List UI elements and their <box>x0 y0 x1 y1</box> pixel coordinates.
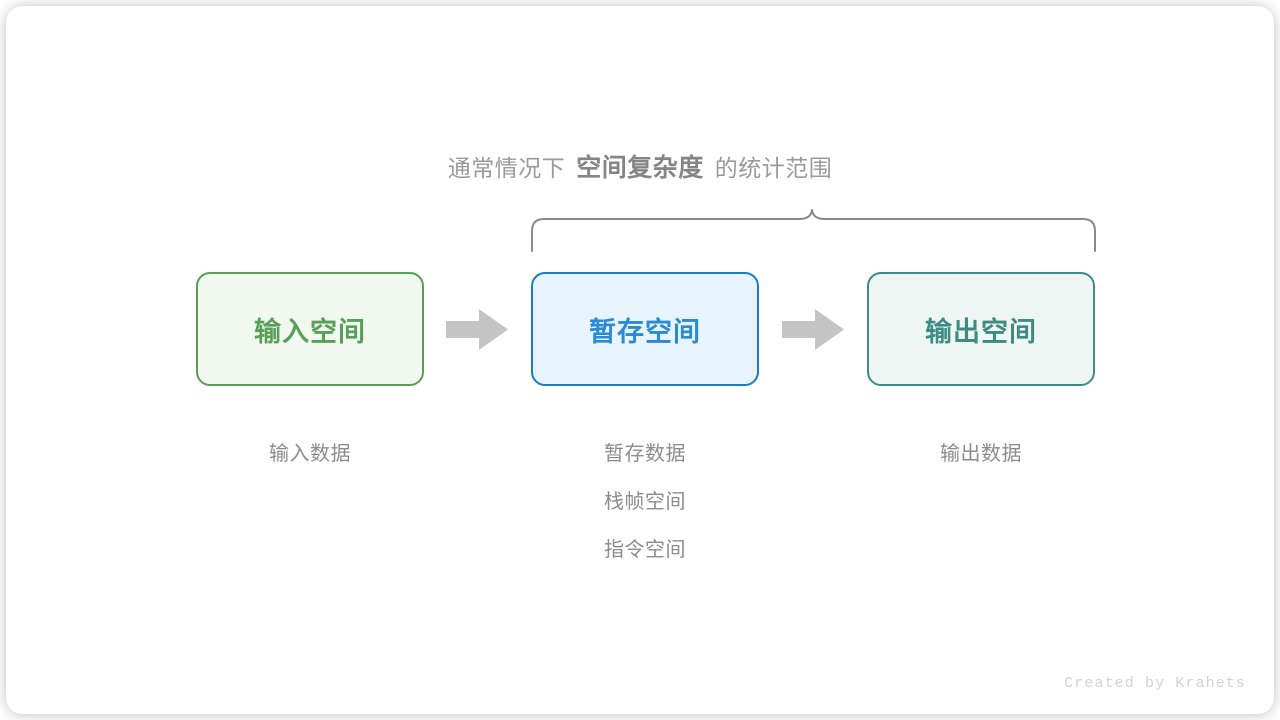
caption-item: 指令空间 <box>604 539 686 561</box>
right-arrow-glyph <box>782 309 844 350</box>
box-input-space: 输入空间 <box>196 272 424 386</box>
caption-item: 输入数据 <box>269 443 351 465</box>
box-buffer-space-label: 暂存空间 <box>589 316 701 347</box>
diagram-card: 通常情况下空间复杂度的统计范围 输入空间 暂存空间 输出空间 输入数据 暂存数据… <box>6 6 1274 714</box>
box-output-space-label: 输出空间 <box>925 316 1037 347</box>
caption-group-buffer: 暂存数据 栈帧空间 指令空间 <box>531 430 759 574</box>
title-prefix: 通常情况下 <box>447 155 566 181</box>
right-arrow-glyph <box>446 309 508 350</box>
brace-icon <box>531 209 1096 252</box>
page-title: 通常情况下空间复杂度的统计范围 <box>6 156 1274 181</box>
caption-item: 暂存数据 <box>604 443 686 465</box>
caption-group-output: 输出数据 <box>867 430 1095 478</box>
caption-group-input: 输入数据 <box>196 430 424 478</box>
title-emphasis: 空间复杂度 <box>576 154 704 182</box>
right-arrow-icon <box>782 309 844 350</box>
watermark-credit: Created by Krahets <box>1064 675 1246 692</box>
caption-item: 输出数据 <box>940 443 1022 465</box>
box-input-space-label: 输入空间 <box>254 316 366 347</box>
box-output-space: 输出空间 <box>867 272 1095 386</box>
caption-item: 栈帧空间 <box>604 491 686 513</box>
box-buffer-space: 暂存空间 <box>531 272 759 386</box>
right-arrow-icon <box>446 309 508 350</box>
span-brace <box>521 199 1106 255</box>
title-suffix: 的统计范围 <box>714 155 833 181</box>
